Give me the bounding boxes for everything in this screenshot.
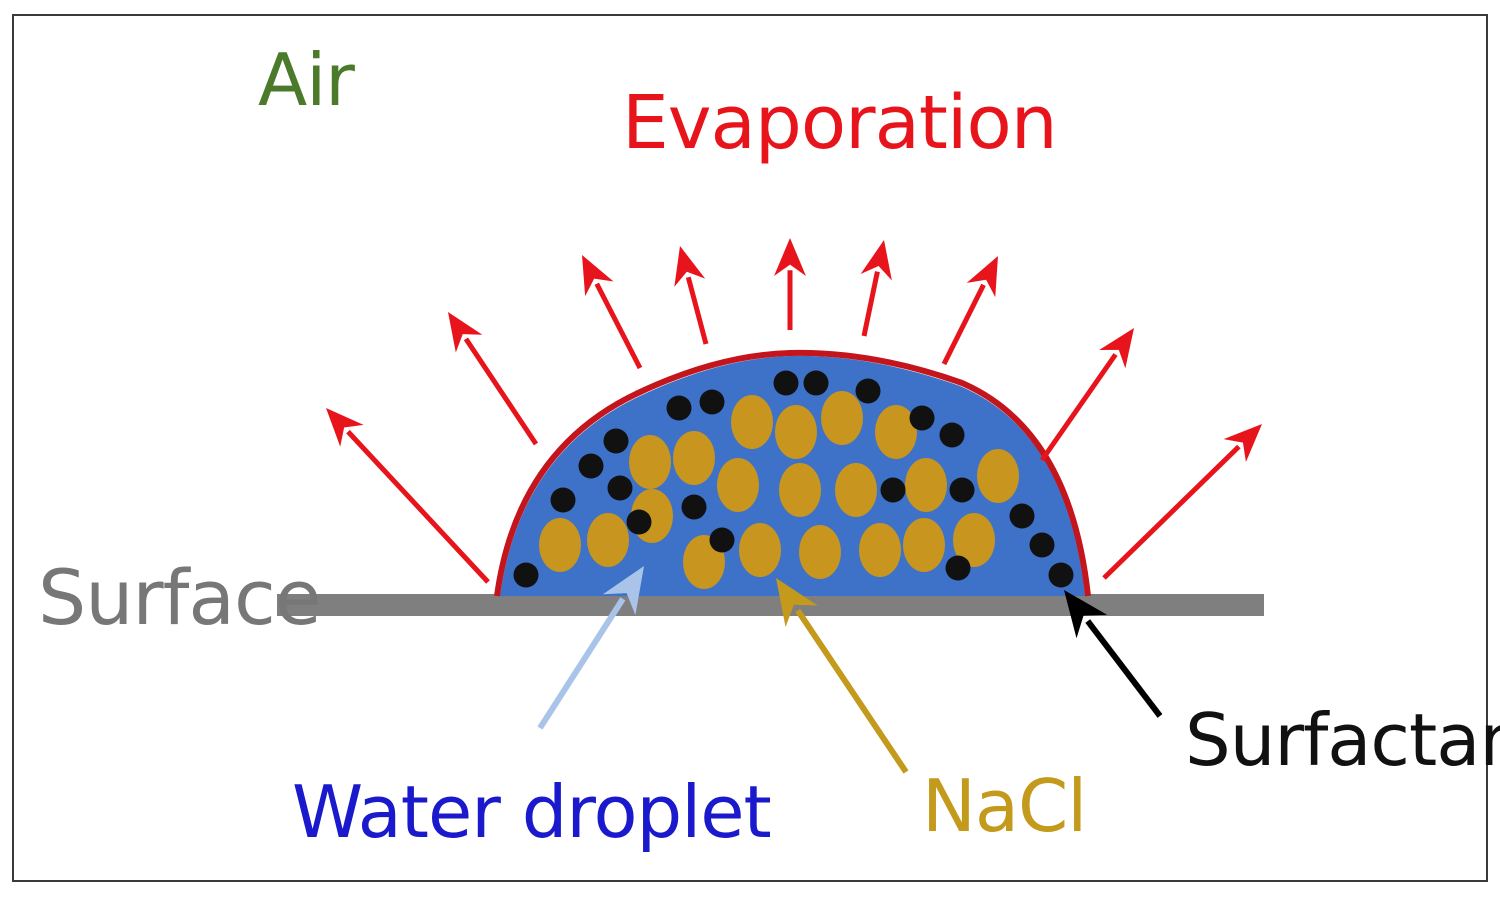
surface-label: Surface	[38, 553, 322, 642]
surfactant-particle	[909, 405, 935, 431]
evaporation-arrows	[326, 238, 1262, 584]
nacl-particle	[835, 463, 877, 517]
evaporation-arrow	[582, 255, 643, 370]
surfactant-particle	[880, 477, 906, 503]
surfactant-particle	[513, 562, 539, 588]
surfactant-particle	[1029, 532, 1055, 558]
water-droplet-pointer-arrow	[537, 566, 644, 730]
nacl-particle	[779, 463, 821, 517]
nacl-particle	[539, 518, 581, 572]
surfactant-particle	[709, 527, 735, 553]
evaporation-arrow	[941, 256, 998, 366]
surfactant-particle	[578, 453, 604, 479]
surfactant-particle	[939, 422, 965, 448]
evaporation-arrow	[774, 238, 806, 330]
nacl-particle	[859, 523, 901, 577]
nacl-particle	[977, 449, 1019, 503]
evaporation-arrow	[1039, 328, 1134, 462]
surfactant-particle	[681, 494, 707, 520]
nacl-particle	[821, 391, 863, 445]
surfactant-particle	[699, 389, 725, 415]
droplet-interface	[494, 349, 1091, 597]
nacl-particle	[903, 518, 945, 572]
evaporation-arrow	[448, 312, 539, 446]
evaporation-label: Evaporation	[622, 80, 1058, 166]
nacl-particle	[875, 405, 917, 459]
nacl-particle	[775, 405, 817, 459]
evaporation-arrow	[326, 408, 490, 584]
nacl-particle	[673, 431, 715, 485]
nacl-label: NaCl	[922, 764, 1087, 848]
pointer-arrows	[537, 566, 1163, 774]
particle-group	[513, 370, 1074, 589]
surfactant-particle	[666, 395, 692, 421]
water-droplet-label: Water droplet	[292, 770, 772, 854]
evaporation-arrow	[674, 246, 709, 345]
surfactant-particle	[949, 477, 975, 503]
surfactant-particle	[603, 428, 629, 454]
nacl-particle	[587, 513, 629, 567]
nacl-particle	[717, 458, 759, 512]
surfactant-particle	[607, 475, 633, 501]
nacl-particle	[731, 395, 773, 449]
surfactant-particle	[855, 378, 881, 404]
nacl-particle	[739, 523, 781, 577]
surfactant-pointer-arrow	[1064, 590, 1163, 718]
nacl-particle	[799, 525, 841, 579]
surfactant-particle	[945, 555, 971, 581]
evaporation-arrow	[860, 240, 892, 337]
air-label: Air	[258, 38, 355, 122]
nacl-particle	[953, 513, 995, 567]
nacl-pointer-arrow	[776, 578, 909, 774]
surfactant-particle	[550, 487, 576, 513]
surfactant-particle	[773, 370, 799, 396]
surfactant-particle	[1048, 562, 1074, 588]
surfactant-particle	[626, 509, 652, 535]
surfactant-particle	[803, 370, 829, 396]
nacl-particle	[905, 458, 947, 512]
evaporation-arrow	[1102, 424, 1262, 580]
nacl-particle	[629, 435, 671, 489]
surfactant-particle	[1009, 503, 1035, 529]
surfactant-label: Surfactant	[1185, 698, 1500, 782]
surface-bar	[277, 594, 1264, 616]
